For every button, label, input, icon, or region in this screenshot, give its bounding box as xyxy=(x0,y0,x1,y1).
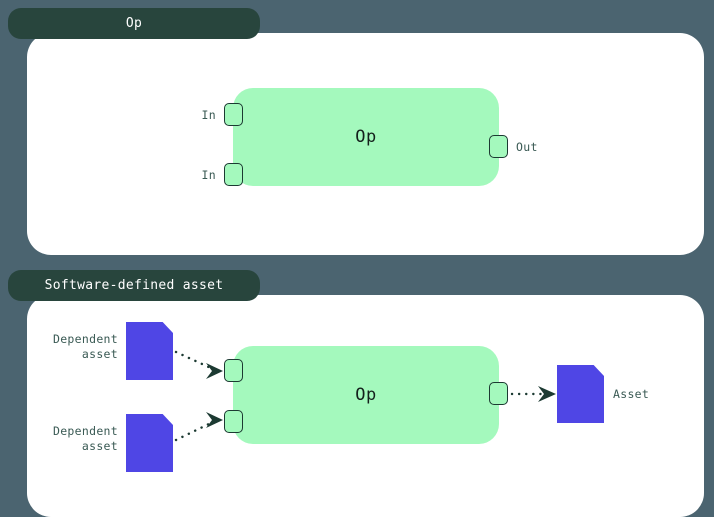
op-block-1-output-port-1-label: Out xyxy=(516,140,538,154)
section-op: Op Op In In Out xyxy=(0,8,714,255)
downstream-asset-1-label: Asset xyxy=(613,387,650,401)
op-block-1-input-port-2[interactable] xyxy=(224,163,243,186)
dependent-asset-2[interactable] xyxy=(126,414,173,472)
section-software-defined-asset-tab[interactable]: Software-defined asset xyxy=(8,270,260,301)
op-block-2[interactable]: Op xyxy=(233,346,499,444)
connector-dependent-asset-1-to-input-1 xyxy=(0,270,714,516)
section-software-defined-asset: Software-defined asset Op Dependent asse… xyxy=(0,270,714,517)
dependent-asset-2-label: Dependent asset xyxy=(52,424,118,453)
op-block-2-input-port-1[interactable] xyxy=(224,359,243,382)
connector-output-to-downstream-asset xyxy=(0,270,714,516)
op-block-1-label: Op xyxy=(355,127,377,147)
op-block-1[interactable]: Op xyxy=(233,88,499,186)
dependent-asset-1[interactable] xyxy=(126,322,173,380)
connector-dependent-asset-2-to-input-2 xyxy=(0,270,714,516)
op-block-1-input-port-1[interactable] xyxy=(224,103,243,126)
op-block-1-input-port-2-label: In xyxy=(201,168,216,182)
op-block-1-output-port-1[interactable] xyxy=(489,135,508,158)
op-block-2-output-port-1[interactable] xyxy=(489,382,508,405)
op-block-2-label: Op xyxy=(355,385,377,405)
op-block-2-input-port-2[interactable] xyxy=(224,410,243,433)
dependent-asset-1-label: Dependent asset xyxy=(52,332,118,361)
section-op-tab[interactable]: Op xyxy=(8,8,260,39)
op-block-1-input-port-1-label: In xyxy=(201,108,216,122)
downstream-asset-1[interactable] xyxy=(557,365,604,423)
